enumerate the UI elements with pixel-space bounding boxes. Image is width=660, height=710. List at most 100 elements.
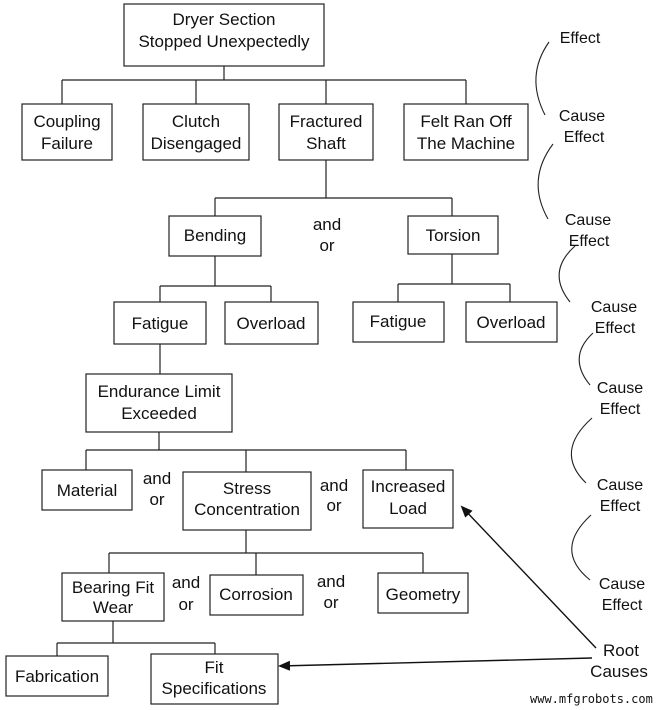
side-label-4-cause: Cause <box>591 299 637 316</box>
label-dryer-section-line1: Dryer Section <box>173 10 276 29</box>
label-bending: Bending <box>184 226 246 245</box>
box-endurance-limit <box>85 373 233 433</box>
side-label-1-effect: Effect <box>560 30 601 47</box>
label-material: Material <box>57 481 117 500</box>
label-felt-line2: The Machine <box>417 134 515 153</box>
side-label-3-cause: Cause <box>565 212 611 229</box>
edge-bearing-level7 <box>56 621 216 656</box>
label-bearing-line2: Wear <box>93 598 134 617</box>
label-fabrication: Fabrication <box>15 667 99 686</box>
connector-stress-load-or: or <box>326 496 341 515</box>
side-label-6-effect: Effect <box>600 498 641 515</box>
label-geometry: Geometry <box>386 585 461 604</box>
connector-bearing-corrosion-and: and <box>172 573 200 592</box>
side-label-2-cause: Cause <box>559 108 605 125</box>
root-cause-arrows <box>278 505 597 671</box>
label-stress-line1: Stress <box>223 479 271 498</box>
label-stress-line2: Concentration <box>194 500 300 519</box>
box-dryer-section <box>123 3 325 67</box>
label-endurance-line1: Endurance Limit <box>98 382 221 401</box>
box-fatigue-right <box>352 301 445 343</box>
box-felt-ran-off <box>403 103 529 161</box>
label-load-line1: Increased <box>371 477 446 496</box>
label-shaft-line2: Shaft <box>306 134 346 153</box>
label-fitspec-line2: Specifications <box>162 679 267 698</box>
arrow-to-increased-load <box>460 505 597 649</box>
connector-corrosion-geometry-and: and <box>317 572 345 591</box>
edge-shaft-level2 <box>214 160 453 216</box>
brace-4 <box>578 332 594 386</box>
connector-bending-torsion-or: or <box>319 236 334 255</box>
tree-boxes <box>5 3 558 705</box>
label-clutch-line1: Clutch <box>172 112 220 131</box>
label-shaft-line1: Fractured <box>290 112 363 131</box>
box-geometry <box>377 572 469 614</box>
label-felt-line1: Felt Ran Off <box>420 112 512 131</box>
box-increased-load <box>362 469 454 529</box>
box-labels: Dryer Section Stopped Unexpectedly Coupl… <box>15 10 546 698</box>
label-dryer-section-line2: Stopped Unexpectedly <box>138 32 310 51</box>
edge-dryer-level1 <box>61 66 467 104</box>
label-overload-right: Overload <box>477 313 546 332</box>
box-corrosion <box>209 574 304 616</box>
brace-3 <box>558 245 576 303</box>
side-label-7-effect: Effect <box>602 597 643 614</box>
label-endurance-line2: Exceeded <box>121 404 197 423</box>
box-overload-left <box>224 301 319 345</box>
connector-bending-torsion-and: and <box>313 215 341 234</box>
tree-edges <box>56 66 511 656</box>
label-fitspec-line1: Fit <box>205 658 224 677</box>
side-label-3-effect: Effect <box>569 233 610 250</box>
connector-stress-load-and: and <box>320 476 348 495</box>
arrow-to-fit-specifications <box>278 657 593 671</box>
label-clutch-line2: Disengaged <box>151 134 242 153</box>
brace-1 <box>535 41 550 116</box>
root-label-line1: Root <box>603 641 639 660</box>
label-torsion: Torsion <box>426 226 481 245</box>
side-label-5-cause: Cause <box>597 380 643 397</box>
label-coupling-line2: Failure <box>41 134 93 153</box>
connector-bearing-corrosion-or: or <box>178 595 193 614</box>
box-torsion <box>407 215 499 255</box>
box-material <box>41 469 133 511</box>
edge-endurance-level5 <box>85 432 407 472</box>
label-bearing-line1: Bearing Fit <box>72 578 154 597</box>
box-fabrication <box>5 655 109 697</box>
box-bending <box>168 215 262 257</box>
label-fatigue-right: Fatigue <box>370 312 427 331</box>
side-label-6-cause: Cause <box>597 477 643 494</box>
box-overload-right <box>465 301 558 343</box>
box-bearing-fit-wear <box>61 572 165 622</box>
box-stress-concentration <box>182 471 312 531</box>
cause-effect-braces <box>535 41 594 581</box>
brace-6 <box>571 514 592 581</box>
side-label-5-effect: Effect <box>600 401 641 418</box>
label-fatigue-left: Fatigue <box>132 314 189 333</box>
connector-material-stress-and: and <box>143 469 171 488</box>
root-label-line2: Causes <box>590 662 648 681</box>
label-load-line2: Load <box>389 499 427 518</box>
box-clutch-disengaged <box>142 103 250 161</box>
brace-5 <box>570 417 593 484</box>
label-coupling-line1: Coupling <box>33 112 100 131</box>
box-fractured-shaft <box>278 103 374 161</box>
side-label-2-effect: Effect <box>564 129 605 146</box>
box-fatigue-left <box>113 301 207 345</box>
brace-2 <box>537 143 554 220</box>
connector-corrosion-geometry-or: or <box>323 593 338 612</box>
cause-effect-labels: Effect Cause Effect Cause Effect Cause E… <box>559 30 645 614</box>
and-or-connectors: and or and or and or and or and or <box>143 215 348 614</box>
edge-torsion-level3 <box>397 254 511 302</box>
edge-stress-level6 <box>108 530 424 575</box>
label-corrosion: Corrosion <box>219 585 293 604</box>
edge-bending-level3 <box>159 256 272 302</box>
box-fit-specifications <box>150 653 279 705</box>
side-label-7-cause: Cause <box>599 576 645 593</box>
label-overload-left: Overload <box>237 314 306 333</box>
watermark-text: www.mfgrobots.com <box>530 692 653 706</box>
box-coupling-failure <box>21 103 113 161</box>
connector-material-stress-or: or <box>149 490 164 509</box>
side-label-4-effect: Effect <box>595 320 636 337</box>
